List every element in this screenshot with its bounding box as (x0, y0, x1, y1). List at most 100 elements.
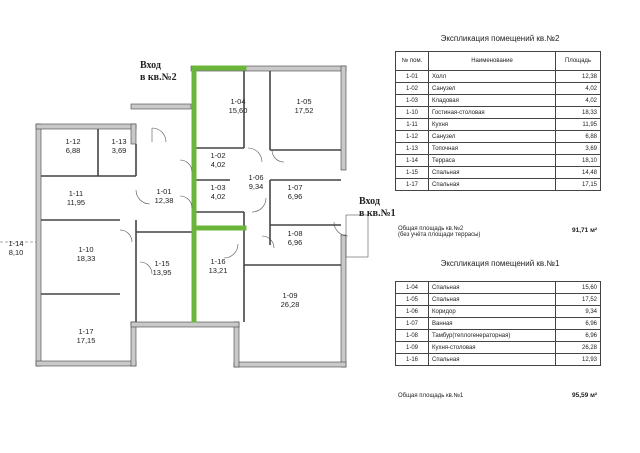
table1-name: Кухня-столовая (428, 341, 556, 354)
room-area-1-16: 13,21 (209, 266, 228, 275)
table1-name: Спальная (428, 293, 556, 306)
door-swings (119, 127, 349, 275)
table1-area: 15,60 (555, 281, 601, 294)
table2-name: Гостиная-столовая (428, 106, 556, 119)
table1-name: Спальная (428, 281, 556, 294)
table1-total-label: Общая площадь кв.№1 (398, 393, 464, 399)
svg-text:в кв.№1: в кв.№1 (359, 208, 396, 219)
table2-area: 18,10 (555, 154, 601, 167)
table2-name: Санузел (428, 82, 556, 95)
svg-text:Вход: Вход (140, 60, 161, 71)
interior-walls (41, 71, 341, 322)
room-area-1-08: 6,96 (288, 238, 303, 247)
table2-number: 1-17 (395, 178, 429, 191)
table1-area: 12,93 (555, 353, 601, 366)
table2-area: 12,38 (555, 70, 601, 83)
room-area-1-02: 4,02 (211, 160, 226, 169)
room-area-1-14: 8,10 (9, 248, 24, 257)
table2-number: 1-15 (395, 166, 429, 179)
room-area-1-11: 11,95 (67, 198, 85, 207)
table2-area: 11,95 (555, 118, 601, 131)
table2-number: 1-01 (395, 70, 429, 83)
table1-name: Тамбур(теплогенераторная) (428, 329, 556, 342)
room-number-1-09: 1-09 (282, 291, 297, 300)
table2-header-number: № пом. (395, 51, 429, 71)
table1-number: 1-09 (395, 341, 429, 354)
entrance-porch (345, 214, 369, 258)
table2-title: Экспликация помещений кв.№2 (440, 34, 560, 43)
table2-total-value: 91,71 м² (572, 227, 598, 234)
room-number-1-07: 1-07 (287, 183, 302, 192)
room-number-1-01: 1-01 (156, 187, 171, 196)
table2-area: 3,69 (555, 142, 601, 155)
table2-name: Спальная (428, 166, 556, 179)
table1-area: 9,34 (555, 305, 601, 318)
table1-name: Ванная (428, 317, 556, 330)
table2-name: Терраса (428, 154, 556, 167)
room-number-1-17: 1-17 (78, 327, 93, 336)
table2-area: 4,02 (555, 82, 601, 95)
room-number-1-02: 1-02 (210, 151, 225, 160)
table2-name: Санузел (428, 130, 556, 143)
table1-area: 6,96 (555, 329, 601, 342)
room-area-1-03: 4,02 (211, 192, 226, 201)
room-number-1-10: 1-10 (78, 245, 93, 254)
table2-area: 4,02 (555, 94, 601, 107)
room-number-1-06: 1-06 (248, 173, 263, 182)
room-number-1-11: 1-11 (69, 189, 83, 198)
table1-total-value: 95,59 м² (572, 392, 598, 399)
room-labels: 1-126,881-133,691-1111,951-1018,331-1717… (8, 97, 313, 345)
floor-plan: Вход в кв.№2 Вход в кв.№1 1-126,881-133,… (0, 60, 396, 368)
table1-number: 1-05 (395, 293, 429, 306)
table1-number: 1-06 (395, 305, 429, 318)
table1-number: 1-08 (395, 329, 429, 342)
table2-number: 1-02 (395, 82, 429, 95)
room-area-1-05: 17,52 (295, 106, 314, 115)
room-number-1-04: 1-04 (230, 97, 245, 106)
table2-name: Спальная (428, 178, 556, 191)
room-area-1-13: 3,69 (112, 146, 127, 155)
table2-number: 1-12 (395, 130, 429, 143)
room-area-1-07: 6,96 (288, 192, 303, 201)
table1-number: 1-16 (395, 353, 429, 366)
table1-name: Коридор (428, 305, 556, 318)
room-area-1-12: 6,88 (66, 146, 81, 155)
room-number-1-16: 1-16 (210, 257, 225, 266)
room-area-1-10: 18,33 (77, 254, 96, 263)
table2-number: 1-10 (395, 106, 429, 119)
table2-area: 17,15 (555, 178, 601, 191)
table2-name: Топочная (428, 142, 556, 155)
table2-number: 1-13 (395, 142, 429, 155)
room-number-1-15: 1-15 (154, 259, 169, 268)
room-area-1-15: 13,95 (153, 268, 172, 277)
room-number-1-05: 1-05 (296, 97, 311, 106)
table1-area: 17,52 (555, 293, 601, 306)
table1-area: 26,28 (555, 341, 601, 354)
table2-header-name: Наименование (428, 51, 556, 71)
room-area-1-17: 17,15 (77, 336, 96, 345)
table1-area: 6,96 (555, 317, 601, 330)
table2-number: 1-14 (395, 154, 429, 167)
room-area-1-04: 15,60 (229, 106, 248, 115)
room-number-1-08: 1-08 (287, 229, 302, 238)
table2-header-row: № пом. Наименование Площадь (395, 51, 601, 71)
table2-name: Кладовая (428, 94, 556, 107)
